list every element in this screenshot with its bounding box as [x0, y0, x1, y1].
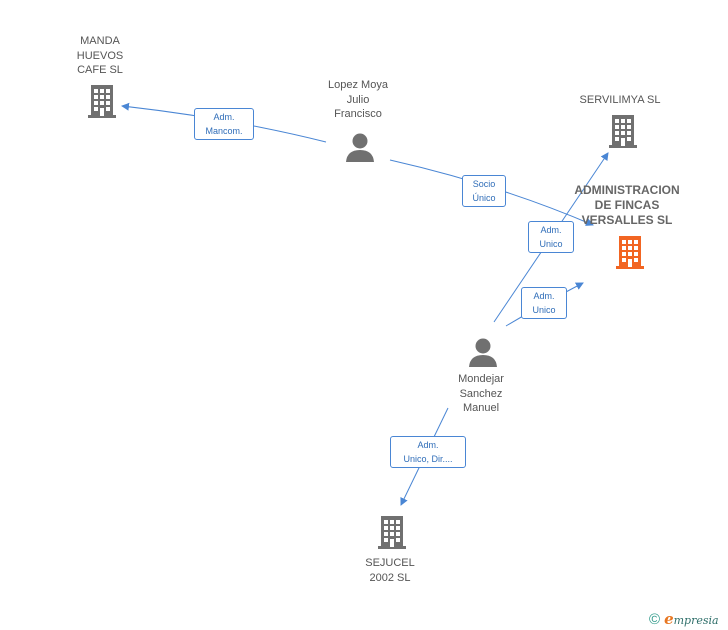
- node-label-line: Sanchez: [459, 387, 503, 400]
- node-label-admin[interactable]: ADMINISTRACION DE FINCAS VERSALLES SL: [570, 183, 684, 228]
- node-label-line: Lopez Moya: [328, 79, 388, 91]
- edge-label-line: Socio: [472, 179, 496, 189]
- edge-label-line: Adm.: [213, 112, 235, 122]
- edge-label-line: Adm.: [533, 291, 555, 301]
- node-label-line: CAFE SL: [77, 64, 123, 76]
- node-label-line: SEJUCEL: [365, 557, 415, 569]
- person-icon[interactable]: [467, 337, 499, 367]
- node-label-servilimya[interactable]: SERVILIMYA SL: [568, 93, 672, 108]
- node-label-line: Julio: [346, 93, 370, 106]
- node-label-line: DE FINCAS: [594, 198, 660, 212]
- node-label-line: Francisco: [334, 108, 382, 120]
- node-label-lopez[interactable]: Lopez Moya Julio Francisco: [308, 78, 408, 122]
- copyright-icon: ©: [649, 610, 661, 628]
- node-label-line: ADMINISTRACION: [574, 183, 680, 197]
- edge-label-line: Mancom.: [205, 126, 243, 136]
- node-label-line: Mondejar: [458, 373, 504, 385]
- node-label-mondejar[interactable]: Mondejar Sanchez Manuel: [440, 372, 522, 416]
- edge-label-line: Adm.: [417, 440, 439, 450]
- node-label-line: SERVILIMYA SL: [579, 94, 661, 106]
- node-label-line: HUEVOS: [76, 49, 124, 62]
- building-icon[interactable]: [607, 113, 639, 149]
- edge-label-adm-unico-dir[interactable]: Adm. Unico, Dir....: [390, 436, 466, 468]
- edge-label-line: Unico: [532, 305, 556, 315]
- edge-label-line: Unico: [539, 239, 563, 249]
- edge-label-line: Único: [472, 193, 496, 203]
- node-label-line: Manuel: [462, 402, 500, 414]
- node-label-sejucel[interactable]: SEJUCEL 2002 SL: [350, 556, 430, 585]
- building-icon[interactable]: [86, 83, 118, 119]
- edge-label-adm-mancom[interactable]: Adm. Mancom.: [194, 108, 254, 140]
- empresia-logo[interactable]: © empresia: [649, 609, 719, 629]
- node-label-manda[interactable]: MANDA HUEVOS CAFE SL: [60, 34, 140, 78]
- edge-label-socio-unico[interactable]: Socio Único: [462, 175, 506, 207]
- brand-wordmark: empresia: [664, 609, 719, 628]
- edge-label-line: Adm.: [540, 225, 562, 235]
- node-label-line: MANDA: [80, 35, 120, 47]
- edge-label-line: Unico, Dir....: [403, 454, 453, 464]
- person-icon[interactable]: [344, 132, 376, 162]
- building-icon[interactable]: [376, 514, 408, 550]
- edge-label-adm-unico-admin[interactable]: Adm. Unico: [521, 287, 567, 319]
- edge-label-adm-unico-servilimya[interactable]: Adm. Unico: [528, 221, 574, 253]
- node-label-line: 2002 SL: [369, 571, 411, 584]
- node-label-line: VERSALLES SL: [581, 213, 673, 227]
- building-icon[interactable]: [614, 234, 646, 270]
